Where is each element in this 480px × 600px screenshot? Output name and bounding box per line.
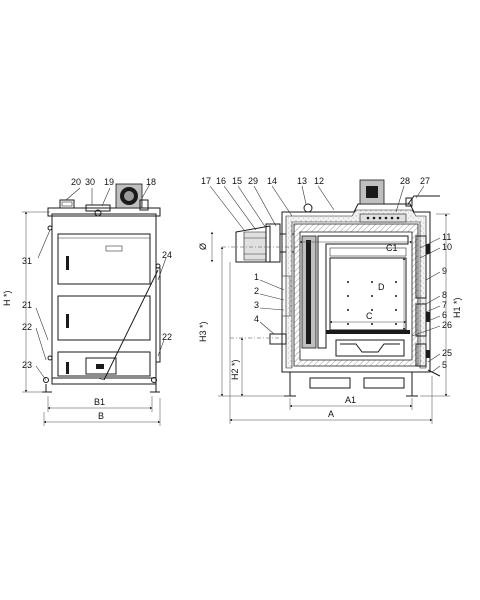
side-part-27: 27 [420,176,430,186]
front-part-31: 31 [22,256,32,266]
side-leg-left [284,372,296,397]
draught-regulator-base [85,204,111,212]
front-dim-h: H *) [2,290,12,306]
side-part-25: 25 [442,348,452,358]
side-part-17: 17 [201,176,211,186]
thermometer-window [61,201,73,207]
side-lever [155,267,161,363]
chamber-top [329,247,407,257]
side-dim-a: A [328,409,334,419]
draught-chain [103,269,159,381]
middle-door [57,295,151,341]
front-part-21: 21 [22,300,32,310]
drain-valve [269,333,287,345]
combustion-chamber-wall [317,235,409,349]
side-dim-h2: H2 *) [230,359,240,380]
side-part-11: 11 [442,232,451,242]
side-part-5: 5 [442,360,447,370]
upper-door-handle [66,256,69,270]
grate [326,330,410,334]
front-view: 20 30 19 18 31 24 21 22 22 23 H *) B1 B [2,177,172,426]
pressure-gauge [303,203,313,213]
thermometer-housing [59,199,75,209]
front-part-22-right: 22 [162,332,172,342]
side-outer-casing [281,203,431,373]
side-dim-h1: H1 *) [452,297,462,318]
air-holes [347,281,397,325]
front-part-24: 24 [162,250,172,260]
upper-door [57,233,151,285]
side-dim-diameter: Ø [198,243,208,250]
side-part-7: 7 [442,300,447,310]
turbulator [306,240,311,344]
side-part-26: 26 [442,320,452,330]
side-part-9: 9 [442,266,447,276]
side-part-6: 6 [442,310,447,320]
brand-plate [105,245,123,252]
side-part-16: 16 [216,176,226,186]
side-part-12: 12 [314,176,324,186]
side-part-3: 3 [254,300,259,310]
return-pipe [281,275,291,317]
ash-pan [335,339,405,357]
middle-door-handle [66,314,69,328]
front-part-18: 18 [146,177,156,187]
side-part-2: 2 [254,286,259,296]
front-leg-left [42,384,52,393]
insulation-layer [285,209,427,369]
side-part-10: 10 [442,242,452,252]
side-part-29: 29 [248,176,258,186]
side-foot-left [309,377,351,389]
front-part-20: 20 [71,177,81,187]
ash-door [57,351,151,377]
side-foot-right [363,377,405,389]
front-part-19: 19 [104,177,114,187]
side-view: 17 16 15 29 14 13 12 28 27 11 10 9 1 2 3… [198,176,462,424]
side-dim-h3: H3 *) [198,321,208,342]
label-c1: C1 [386,243,398,253]
side-part-14: 14 [267,176,277,186]
air-flap [85,357,117,375]
side-leg-right [406,372,418,397]
control-panel [359,213,407,223]
front-top-cover [47,207,161,217]
side-part-8: 8 [442,290,447,300]
flue-flange [265,223,281,263]
side-fan-icon [366,186,378,198]
control-indicators [366,216,400,220]
side-part-1: 1 [254,272,259,282]
side-part-15: 15 [232,176,242,186]
fan-motor-cap [139,199,149,211]
label-c: C [366,311,373,321]
front-dim-b: B [98,411,104,421]
front-dim-b1: B1 [94,397,105,407]
front-part-30: 30 [85,177,95,187]
regulator-knob [94,209,102,217]
front-part-22-left: 22 [22,322,32,332]
ash-door-handle [66,362,69,374]
front-part-23: 23 [22,360,32,370]
front-leg-right [150,384,160,393]
side-lever [427,369,441,377]
side-dim-a1: A1 [345,395,356,405]
side-part-13: 13 [297,176,307,186]
side-upper-door [415,235,427,299]
label-d: D [378,282,385,292]
safety-pipe [407,195,440,205]
side-part-4: 4 [254,314,259,324]
side-part-28: 28 [400,176,410,186]
